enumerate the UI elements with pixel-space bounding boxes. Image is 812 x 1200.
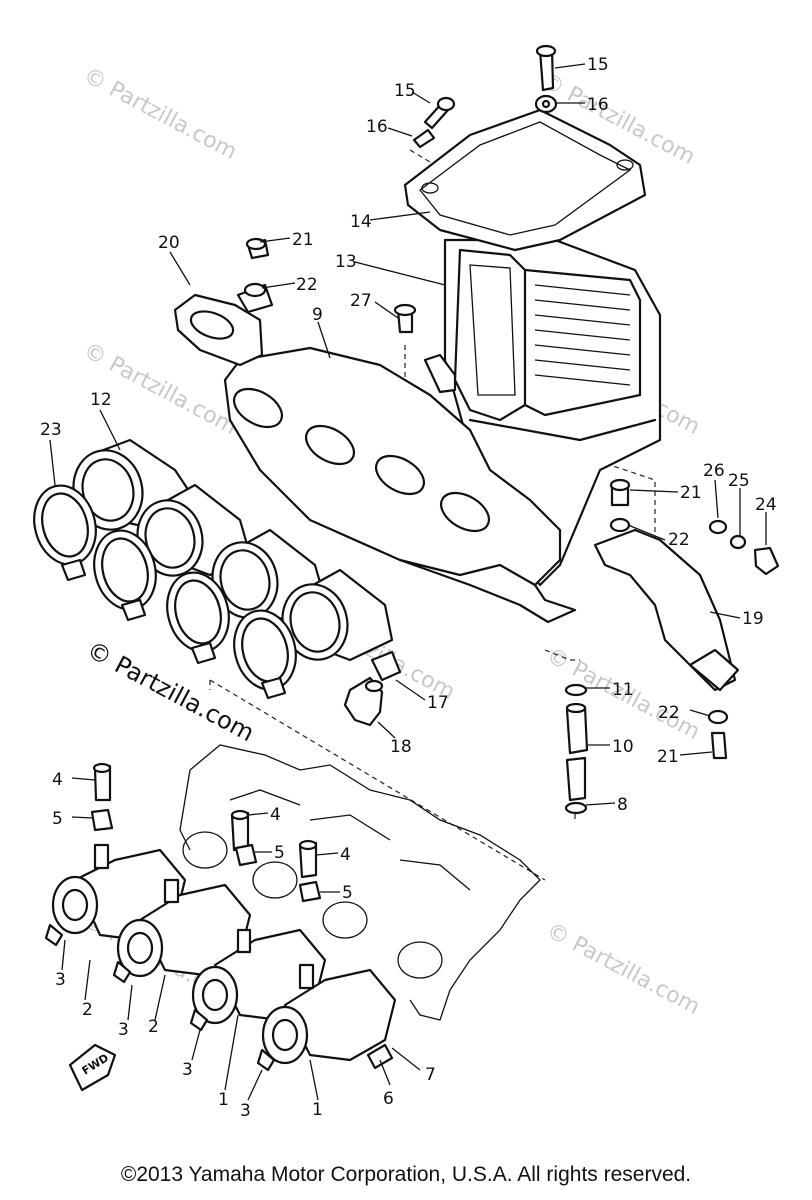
callout-3: 3 — [240, 1101, 251, 1121]
intake-joint-duct — [223, 346, 577, 624]
carb-caps — [90, 762, 322, 903]
carb-joints — [33, 438, 394, 700]
callout-20: 20 — [158, 233, 180, 253]
carburetors — [44, 843, 397, 1072]
callout-5: 5 — [274, 843, 285, 863]
callout-1: 1 — [218, 1090, 229, 1110]
callout-16: 16 — [366, 117, 388, 137]
callout-23: 23 — [40, 420, 62, 440]
intake-duct-20 — [173, 283, 274, 367]
callout-22: 22 — [296, 275, 318, 295]
callout-25: 25 — [728, 471, 750, 491]
callout-22: 22 — [668, 530, 690, 550]
callout-18: 18 — [390, 737, 412, 757]
callout-12: 12 — [90, 390, 112, 410]
callout-14: 14 — [350, 212, 372, 232]
callout-3: 3 — [182, 1060, 193, 1080]
callout-21: 21 — [680, 483, 702, 503]
callout-5: 5 — [52, 809, 63, 829]
callout-3: 3 — [118, 1020, 129, 1040]
callout-24: 24 — [755, 495, 777, 515]
callout-26: 26 — [703, 461, 725, 481]
callout-13: 13 — [335, 252, 357, 272]
air-cleaner-cover — [403, 108, 647, 252]
callout-4: 4 — [340, 845, 351, 865]
callout-1: 1 — [312, 1100, 323, 1120]
filter-element-ribs — [534, 284, 631, 386]
callout-4: 4 — [270, 805, 281, 825]
engine-outline — [179, 744, 541, 1021]
callout-numbers: 15 16 15 16 14 13 20 21 22 27 9 12 23 26… — [40, 55, 777, 1121]
callout-16: 16 — [587, 95, 609, 115]
callout-22: 22 — [658, 703, 680, 723]
callout-5: 5 — [342, 883, 353, 903]
callout-leaders — [49, 63, 767, 1101]
cover-screws — [412, 44, 558, 149]
callout-15: 15 — [587, 55, 609, 75]
callout-9: 9 — [312, 305, 323, 325]
callout-10: 10 — [612, 737, 634, 757]
callout-19: 19 — [742, 609, 764, 629]
callout-2: 2 — [82, 1000, 93, 1020]
callout-7: 7 — [425, 1065, 436, 1085]
watermark: © Partzilla.com — [542, 918, 704, 1020]
breather-fittings — [343, 650, 402, 727]
callout-27: 27 — [350, 291, 372, 311]
callout-6: 6 — [383, 1089, 394, 1109]
breather-hose — [564, 683, 729, 815]
callout-4: 4 — [52, 770, 63, 790]
callout-2: 2 — [148, 1017, 159, 1037]
intake-duct-19 — [593, 528, 740, 692]
callout-11: 11 — [612, 680, 634, 700]
callout-15: 15 — [394, 81, 416, 101]
callout-21: 21 — [292, 230, 314, 250]
callout-3: 3 — [55, 970, 66, 990]
callout-17: 17 — [427, 693, 449, 713]
fwd-arrow-icon: FWD — [68, 1043, 117, 1092]
partzilla-watermark: © Partzilla.com — [82, 636, 259, 748]
copyright-notice: ©2013 Yamaha Motor Corporation, U.S.A. A… — [120, 1163, 692, 1186]
callout-21: 21 — [657, 747, 679, 767]
callout-8: 8 — [617, 795, 628, 815]
watermark: © Partzilla.com — [79, 63, 241, 165]
